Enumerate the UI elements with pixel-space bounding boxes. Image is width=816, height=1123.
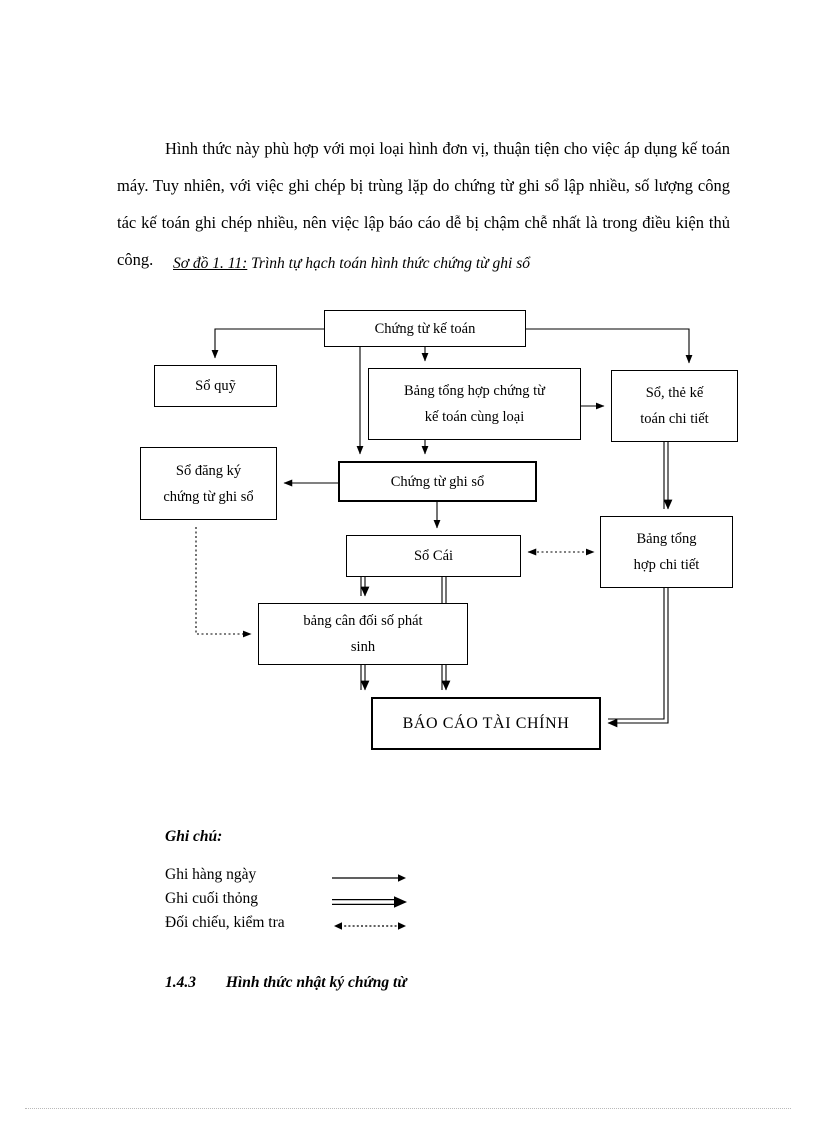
legend-label: Đối chiếu, kiểm tra: [165, 914, 285, 931]
edge-ctkt-sothe: [526, 328, 693, 364]
single-arrow-icon: [332, 874, 406, 882]
edge-ctkt-soquy: [211, 328, 324, 359]
node-line: Sổ, thẻ kế: [645, 385, 704, 401]
edge-sodangky-bangcd-check: [195, 527, 252, 638]
section-heading-number: 1.4.3: [165, 974, 196, 991]
node-line: Chứng từ kế toán: [374, 320, 476, 337]
double-arrow-icon: [332, 896, 407, 908]
node-line: toán chi tiết: [640, 411, 709, 427]
legend-item-daily: Ghi hàng ngày: [165, 866, 315, 884]
diagram-connectors: [195, 328, 693, 728]
node-bang-tong-hop-chung-tu: Bảng tổng hợp chứng từ kế toán cùng loại: [368, 368, 581, 440]
footer-divider: [25, 1108, 791, 1109]
node-line: bảng cân đối số phát: [303, 613, 423, 629]
edge-bangthct-bctc-a: [608, 588, 665, 720]
section-heading: 1.4.3 Hình thức nhật ký chứng từ: [165, 974, 407, 992]
body-paragraph: Hình thức này phù hợp với mọi loại hình …: [117, 138, 730, 269]
legend-item-check: Đối chiếu, kiểm tra: [165, 914, 315, 932]
node-so-dang-ky-chung-tu-ghi-so: Sổ đăng ký chứng từ ghi sổ: [140, 447, 277, 520]
figure-caption-number: Sơ đồ 1. 11:: [173, 255, 248, 272]
node-so-quy: Sổ quỹ: [154, 365, 277, 407]
node-line: Bảng tổng hợp chứng từ: [404, 383, 545, 399]
node-line: BÁO CÁO TÀI CHÍNH: [402, 714, 570, 732]
legend-item-monthly: Ghi cuối thỏng: [165, 890, 315, 908]
figure-caption-title: Trình tự hạch toán hình thức chứng từ gh…: [251, 255, 530, 272]
node-chung-tu-ghi-so: Chứng từ ghi sổ: [338, 461, 537, 502]
node-bao-cao-tai-chinh: BÁO CÁO TÀI CHÍNH: [371, 697, 601, 750]
node-line: Bảng tổng: [636, 531, 697, 547]
legend-label: Ghi hàng ngày: [165, 866, 257, 883]
node-line: kế toán cùng loại: [424, 409, 525, 425]
node-line: chứng từ ghi sổ: [163, 488, 254, 505]
legend-label: Ghi cuối thỏng: [165, 890, 258, 907]
flow-diagram: Chứng từ kế toán Sổ quỹ Bảng tổng hợp ch…: [140, 310, 738, 750]
node-bang-tong-hop-chi-tiet: Bảng tổng hợp chi tiết: [600, 516, 733, 588]
edge-bangthct-bctc-b: [607, 588, 669, 728]
node-so-the-ke-toan-chi-tiet: Sổ, thẻ kế toán chi tiết: [611, 370, 738, 442]
node-line: Sổ đăng ký: [175, 462, 242, 479]
figure-caption: Sơ đồ 1. 11: Trình tự hạch toán hình thứ…: [173, 255, 530, 273]
section-heading-title: Hình thức nhật ký chứng từ: [225, 974, 407, 991]
node-line: hợp chi tiết: [633, 557, 700, 573]
dotted-double-headed-arrow-icon: [334, 922, 406, 930]
node-bang-can-doi-so-phat-sinh: bảng cân đối số phát sinh: [258, 603, 468, 665]
node-line: Sổ quỹ: [195, 378, 236, 394]
node-chung-tu-ke-toan: Chứng từ kế toán: [324, 310, 526, 347]
node-line: Chứng từ ghi sổ: [390, 473, 485, 490]
node-line: sinh: [350, 639, 376, 655]
node-line: Sổ Cái: [413, 548, 454, 564]
legend-title: Ghi chú:: [165, 828, 223, 845]
node-so-cai: Sổ Cái: [346, 535, 521, 577]
